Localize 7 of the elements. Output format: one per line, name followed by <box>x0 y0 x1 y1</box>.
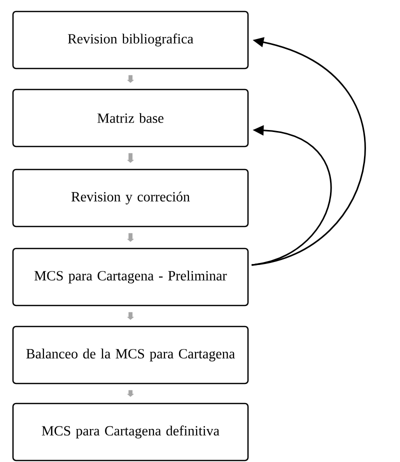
curved-arrow <box>252 37 366 266</box>
process-box: Matriz base <box>12 88 249 148</box>
process-box: Revision y correción <box>12 168 249 228</box>
process-box: Balanceo de la MCS para Cartagena <box>12 326 249 384</box>
process-box: Revision bibliografica <box>12 10 249 70</box>
process-box: MCS para Cartagena definitiva <box>12 402 249 462</box>
process-box: MCS para Cartagena - Preliminar <box>12 248 249 306</box>
